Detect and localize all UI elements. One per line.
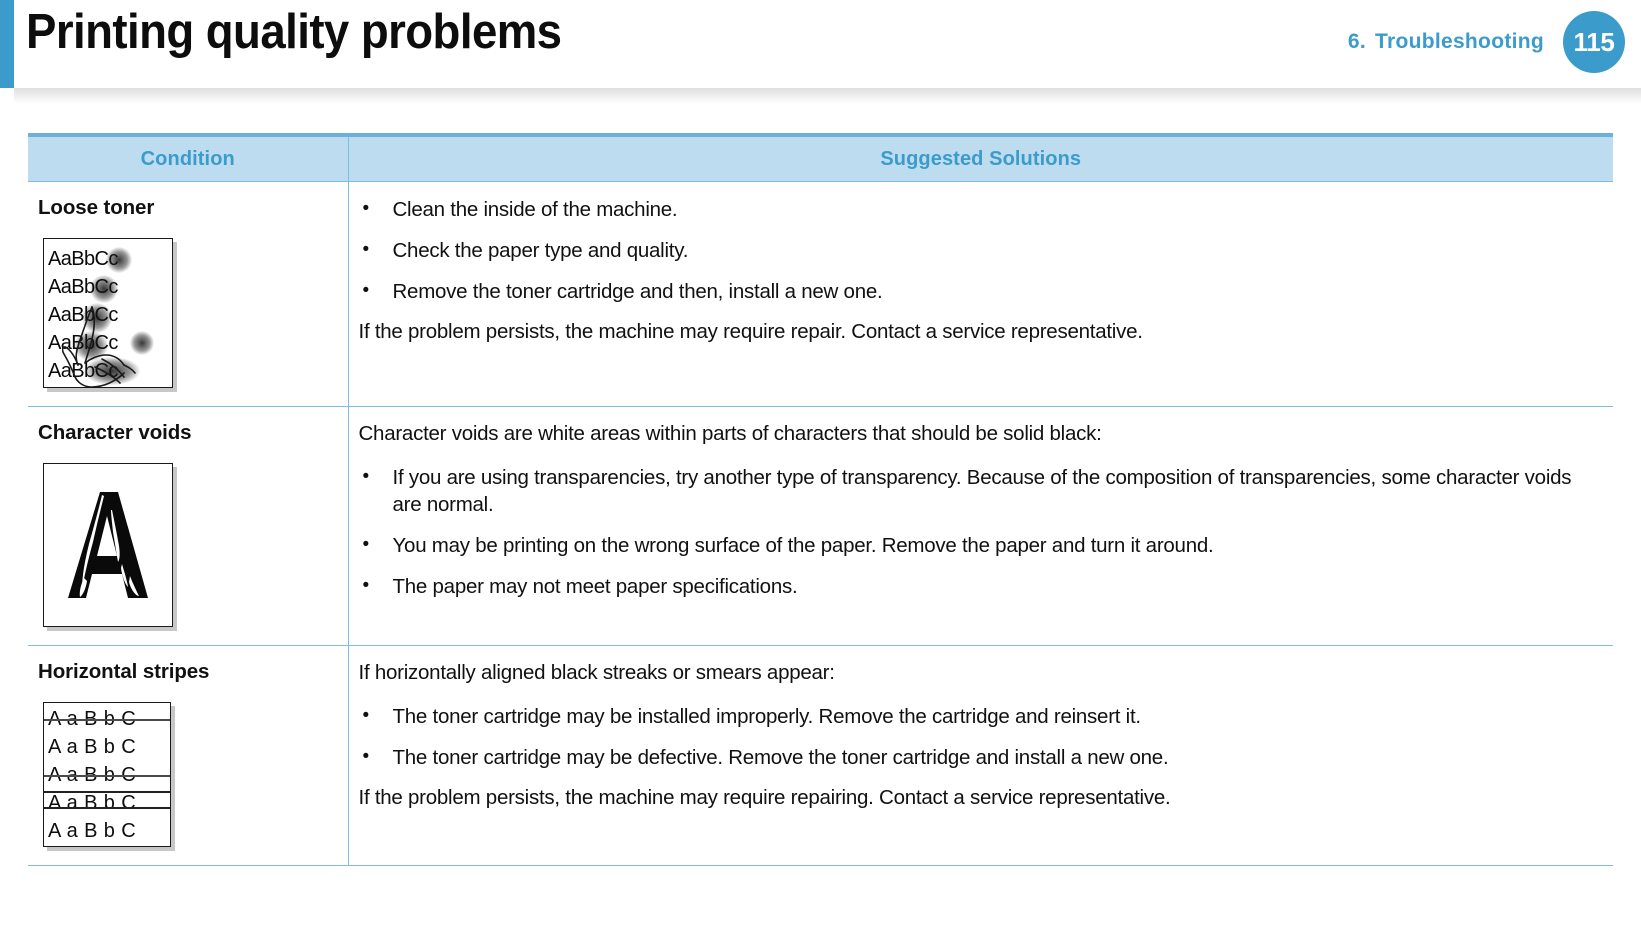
printing-quality-table-wrapper: Condition Suggested Solutions Loose tone… bbox=[28, 133, 1613, 866]
smudging-hand-icon bbox=[62, 306, 136, 387]
stripe-line bbox=[44, 775, 170, 777]
header-shadow-divider bbox=[0, 88, 1641, 104]
bullet-icon: • bbox=[362, 465, 370, 487]
solutions-cell: Character voids are white areas within p… bbox=[347, 406, 1613, 646]
header-accent-bar bbox=[0, 0, 14, 88]
column-header-condition: Condition bbox=[28, 133, 348, 182]
stripe-line bbox=[44, 807, 170, 809]
condition-cell: Horizontal stripes A a B b C A a B b C A… bbox=[28, 645, 348, 866]
condition-title: Loose toner bbox=[38, 196, 155, 219]
chapter-number: 6. bbox=[1347, 30, 1367, 53]
column-header-suggested-solutions: Suggested Solutions bbox=[347, 133, 1613, 182]
bullet-icon: • bbox=[362, 198, 370, 219]
solution-text: Clean the inside of the machine. bbox=[392, 198, 678, 221]
solutions-bullet-list: • The toner cartridge may be installed im… bbox=[359, 703, 1600, 771]
stripe-line bbox=[44, 719, 170, 721]
bullet-icon: • bbox=[362, 704, 370, 726]
solution-text: Remove the toner cartridge and then, ins… bbox=[392, 280, 883, 304]
bullet-icon: • bbox=[362, 280, 370, 302]
table-header-row: Condition Suggested Solutions bbox=[28, 133, 1613, 182]
solution-bullet: • Remove the toner cartridge and then, in… bbox=[359, 278, 1600, 305]
header-shadow-mask bbox=[0, 88, 14, 106]
condition-cell: Character voids bbox=[28, 406, 348, 646]
bullet-icon: • bbox=[362, 745, 370, 767]
table-row: Character voids Character voids are whit… bbox=[28, 406, 1613, 646]
table-row: Horizontal stripes A a B b C A a B b C A… bbox=[28, 645, 1613, 866]
solution-bullet: • If you are using transparencies, try an… bbox=[359, 464, 1600, 518]
solutions-bullet-list: • Clean the inside of the machine. • Check… bbox=[359, 196, 1600, 305]
solution-bullet: • The toner cartridge may be defective. R… bbox=[359, 744, 1600, 771]
stripe-line bbox=[44, 791, 170, 793]
sample-line: A a B b C bbox=[48, 736, 137, 758]
page-header: Printing quality problems 6. Troubleshoot… bbox=[0, 0, 1641, 106]
solution-text: The toner cartridge may be defective. Re… bbox=[392, 745, 1169, 769]
chapter-label: 6. Troubleshooting bbox=[1348, 30, 1544, 54]
sample-line: A a B b C bbox=[48, 792, 137, 814]
bullet-icon: • bbox=[362, 574, 370, 596]
solutions-outro: If the problem persists, the machine may… bbox=[358, 320, 1143, 344]
chapter-name: Troubleshooting bbox=[1375, 30, 1544, 53]
page-title: Printing quality problems bbox=[26, 5, 562, 59]
solutions-bullet-list: • If you are using transparencies, try an… bbox=[359, 464, 1600, 600]
loose-toner-sample-image: AaBbCc AaBbCc AaBbCc AaBbCc AaBbCc bbox=[43, 238, 173, 388]
sample-line: AaBbCc bbox=[48, 248, 118, 270]
solution-bullet: • The toner cartridge may be installed im… bbox=[359, 703, 1600, 730]
solution-text: Check the paper type and quality. bbox=[392, 239, 689, 263]
solutions-cell: • Clean the inside of the machine. • Check… bbox=[347, 181, 1613, 407]
solution-bullet: • The paper may not meet paper specificat… bbox=[359, 573, 1600, 600]
table-row: Loose toner AaBbCc AaBbCc AaBbCc AaBbCc … bbox=[28, 181, 1613, 407]
bullet-icon: • bbox=[362, 239, 370, 261]
letter-a-with-voids bbox=[68, 492, 148, 598]
condition-title: Character voids bbox=[38, 421, 192, 444]
bullet-icon: • bbox=[362, 533, 370, 555]
solution-bullet: • Check the paper type and quality. bbox=[359, 237, 1600, 264]
printing-quality-table: Condition Suggested Solutions Loose tone… bbox=[28, 133, 1613, 866]
solution-text: The paper may not meet paper specificati… bbox=[392, 574, 798, 598]
solution-text: You may be printing on the wrong surface… bbox=[392, 533, 1214, 557]
sample-line: AaBbCc bbox=[48, 276, 118, 298]
solutions-intro: If horizontally aligned black streaks or… bbox=[358, 661, 835, 684]
solution-text: If you are using transparencies, try ano… bbox=[392, 465, 1572, 516]
solution-text: The toner cartridge may be installed imp… bbox=[392, 704, 1142, 728]
solutions-intro: Character voids are white areas within p… bbox=[358, 422, 1102, 445]
condition-cell: Loose toner AaBbCc AaBbCc AaBbCc AaBbCc … bbox=[28, 181, 348, 407]
solution-bullet: • You may be printing on the wrong surfac… bbox=[359, 532, 1600, 559]
solutions-outro: If the problem persists, the machine may… bbox=[358, 785, 1171, 809]
header-chapter-indicator: 6. Troubleshooting 115 bbox=[1348, 11, 1625, 73]
character-voids-sample-image bbox=[43, 463, 173, 627]
horizontal-stripes-sample-image: A a B b C A a B b C A a B b C A a B b C … bbox=[43, 702, 171, 847]
table-header: Condition Suggested Solutions bbox=[28, 133, 1613, 182]
table-body: Loose toner AaBbCc AaBbCc AaBbCc AaBbCc … bbox=[28, 181, 1613, 866]
solution-bullet: • Clean the inside of the machine. bbox=[359, 196, 1600, 223]
sample-line: A a B b C bbox=[48, 820, 137, 842]
solutions-cell: If horizontally aligned black streaks or… bbox=[347, 645, 1613, 866]
page-number-badge: 115 bbox=[1563, 11, 1625, 73]
condition-title: Horizontal stripes bbox=[38, 660, 210, 683]
